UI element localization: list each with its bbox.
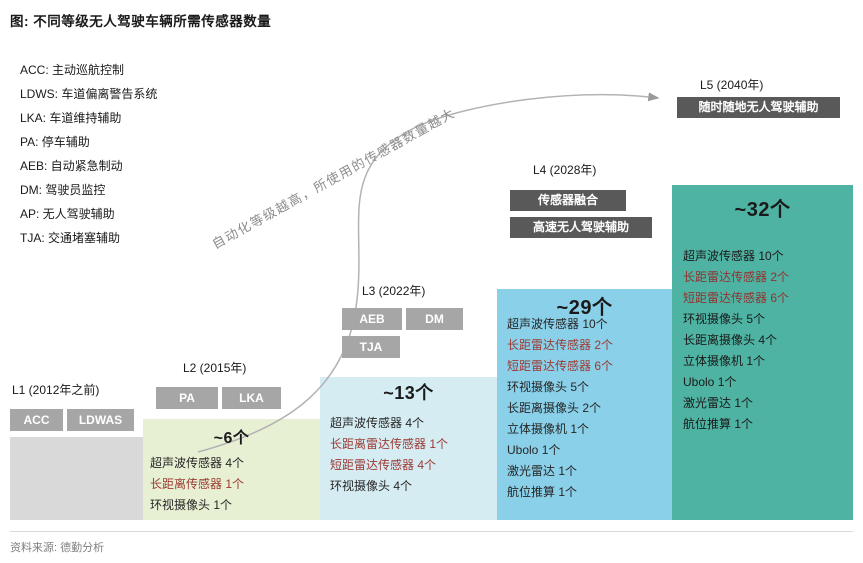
sensor-list-l5: 超声波传感器 10个 长距雷达传感器 2个 短距雷达传感器 6个 环视摄像头 5… [683,250,789,431]
sensor-item: 短距雷达传感器 4个 [330,458,437,472]
sensor-total-l4: ~29个 [556,297,613,319]
tag-box-acc: ACC [10,409,63,431]
sensor-item: Ubolo 1个 [507,443,561,457]
legend-item: LKA: 车道维持辅助 [20,111,122,125]
sensor-item: 长距离摄像头 2个 [507,401,602,415]
tag-box-aeb: AEB [342,308,402,330]
legend-item: TJA: 交通堵塞辅助 [20,231,121,245]
sensor-item: 航位推算 1个 [507,485,578,499]
sensor-total-l3: ~13个 [383,383,434,403]
sensor-item: 立体摄像机 1个 [683,354,766,368]
level-label-l5: L5 (2040年) [700,78,764,92]
sensor-item: 长距离雷达传感器 1个 [330,437,449,451]
feature-box-sensor-fusion: 传感器融合 [510,190,626,211]
sensor-item: 环视摄像头 5个 [683,312,766,326]
sensor-item: 长距雷达传感器 2个 [507,338,614,352]
sensor-item: 短距雷达传感器 6个 [683,291,790,305]
level-label-l1: L1 (2012年之前) [12,383,100,397]
tag-box-pa: PA [156,387,218,409]
sensor-total-l5: ~32个 [734,199,791,221]
sensor-list-l3: 超声波传感器 4个 长距离雷达传感器 1个 短距雷达传感器 4个 环视摄像头 4… [330,417,448,493]
sensor-item: 立体摄像机 1个 [507,422,590,436]
tag-box-tja: TJA [342,336,400,358]
legend-item: AP: 无人驾驶辅助 [20,207,115,221]
sensor-total-l2: ~6个 [213,430,250,447]
sensor-list-l2: 超声波传感器 4个 长距离传感器 1个 环视摄像头 1个 [150,457,244,512]
tag-box-lka: LKA [222,387,281,409]
legend-item: LDWS: 车道偏离警告系统 [20,87,158,101]
level-block-l5 [672,185,853,520]
sensor-item: 长距离传感器 1个 [150,477,245,491]
sensor-item: 环视摄像头 4个 [330,479,413,493]
trend-annotation: 自动化等级越高，所使用的传感器数量越大 [209,105,458,252]
legend-item: ACC: 主动巡航控制 [20,63,125,77]
legend-item: PA: 停车辅助 [20,135,90,149]
sensor-list-l4: 超声波传感器 10个 长距雷达传感器 2个 短距雷达传感器 6个 环视摄像头 5… [507,318,613,499]
tag-box-ldwas: LDWAS [67,409,134,431]
level-label-l4: L4 (2028年) [533,163,597,177]
tag-box-dm: DM [406,308,463,330]
sensor-item: 航位推算 1个 [683,417,754,431]
sensor-item: 超声波传感器 10个 [683,249,784,263]
sensor-item: 环视摄像头 5个 [507,380,590,394]
sensor-item: 超声波传感器 4个 [150,456,245,470]
sensor-item: 超声波传感器 10个 [507,317,608,331]
sensor-item: 超声波传感器 4个 [330,416,425,430]
footer-divider [10,531,853,532]
level-label-l2: L2 (2015年) [183,361,247,375]
chart-title: 图: 不同等级无人驾驶车辆所需传感器数量 [10,14,272,29]
feature-box-anywhere-autopilot: 随时随地无人驾驶辅助 [677,97,840,118]
abbreviation-legend: ACC: 主动巡航控制 LDWS: 车道偏离警告系统 LKA: 车道维持辅助 P… [20,64,157,245]
level-label-l3: L3 (2022年) [362,284,426,298]
sensor-item: 激光雷达 1个 [507,464,578,478]
sensor-item: 长距雷达传感器 2个 [683,270,790,284]
sensor-item: 激光雷达 1个 [683,396,754,410]
feature-box-highway-autopilot: 高速无人驾驶辅助 [510,217,652,238]
sensor-item: Ubolo 1个 [683,375,737,389]
sensor-item: 短距雷达传感器 6个 [507,359,614,373]
legend-item: AEB: 自动紧急制动 [20,159,123,173]
level-block-l1 [10,437,143,520]
source-note: 资料来源: 德勤分析 [10,542,105,554]
sensor-item: 长距离摄像头 4个 [683,333,778,347]
sensor-item: 环视摄像头 1个 [150,498,233,512]
legend-item: DM: 驾驶员监控 [20,183,106,197]
